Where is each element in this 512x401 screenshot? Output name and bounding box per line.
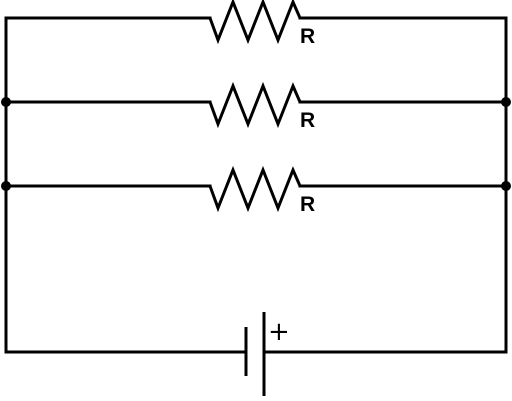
resistor-2 — [208, 81, 302, 129]
resistor-3-label: R — [300, 193, 315, 216]
resistor-3 — [208, 165, 302, 213]
resistor-2-label: R — [300, 109, 315, 132]
junction-node-left-2 — [1, 97, 11, 107]
junction-node-right-3 — [501, 181, 511, 191]
junction-node-left-3 — [1, 181, 11, 191]
battery-positive-symbol: + — [268, 317, 290, 347]
branch-1: R — [4, 0, 508, 48]
resistor-1 — [208, 0, 302, 45]
battery-branch: + — [4, 312, 508, 396]
resistor-1-label: R — [300, 25, 315, 48]
branch-2: R — [4, 81, 508, 132]
junction-node-right-2 — [501, 97, 511, 107]
branch-3: R — [4, 165, 508, 216]
